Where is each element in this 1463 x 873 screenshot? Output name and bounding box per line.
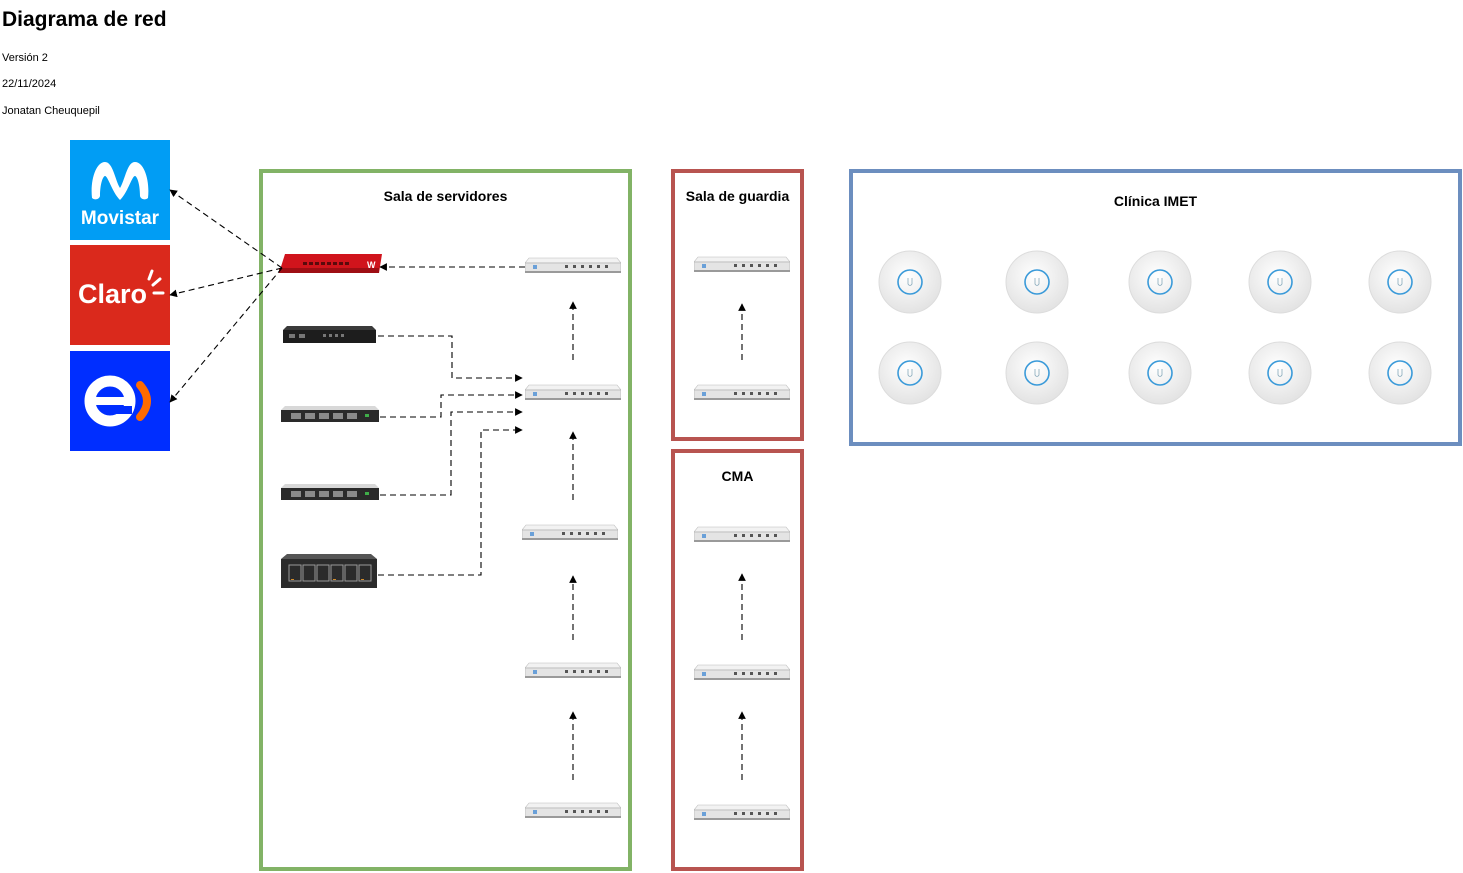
movistar-logo: Movistar: [70, 140, 170, 240]
zone-sala-guardia: Sala de guardia: [671, 169, 804, 441]
network-switch-icon: [694, 526, 790, 542]
wireless-access-point-icon: [878, 250, 942, 314]
network-switch-icon: [525, 662, 621, 678]
wireless-access-point-icon: [1005, 250, 1069, 314]
network-switch-icon: [694, 664, 790, 680]
wireless-access-point-icon: [1368, 250, 1432, 314]
wireless-access-point-icon: [1368, 341, 1432, 405]
zone-title-servidores: Sala de servidores: [383, 188, 508, 204]
wireless-access-point-icon: [1248, 341, 1312, 405]
wireless-access-point-icon: [1005, 341, 1069, 405]
claro-logo: Claro: [70, 245, 170, 345]
dell-poweredge-server-icon: [281, 554, 377, 588]
zone-clinica-imet: Clínica IMET: [849, 169, 1462, 446]
version-label: Versión 2: [2, 52, 48, 64]
wireless-access-point-icon: [1128, 341, 1192, 405]
wireless-access-point-icon: [1248, 250, 1312, 314]
zone-cma: CMA: [671, 449, 804, 871]
network-switch-icon: [522, 524, 618, 540]
page-title: Diagrama de red: [2, 8, 167, 31]
edge-server-icon: [283, 326, 376, 343]
date-label: 22/11/2024: [2, 78, 57, 90]
network-switch-icon: [694, 384, 790, 400]
author-label: Jonatan Cheuquepil: [2, 105, 100, 117]
wireless-access-point-icon: [1128, 250, 1192, 314]
zone-title-guardia: Sala de guardia: [685, 188, 790, 204]
claro-label: Claro: [78, 279, 148, 309]
movistar-label: Movistar: [80, 208, 160, 229]
network-switch-icon: [694, 256, 790, 272]
network-switch-icon: [694, 804, 790, 820]
zone-sala-servidores: Sala de servidores: [259, 169, 632, 871]
network-switch-icon: [525, 802, 621, 818]
network-switch-icon: [525, 384, 621, 400]
zone-title-imet: Clínica IMET: [1113, 193, 1198, 209]
wireless-access-point-icon: [878, 341, 942, 405]
entel-logo: [70, 351, 170, 451]
rack-server-icon: [281, 406, 379, 422]
zone-title-cma: CMA: [721, 468, 754, 484]
svg-text:W: W: [367, 260, 376, 270]
rack-server-icon: [281, 484, 379, 500]
watchguard-firewall-icon: W: [279, 254, 382, 273]
network-switch-icon: [525, 257, 621, 273]
